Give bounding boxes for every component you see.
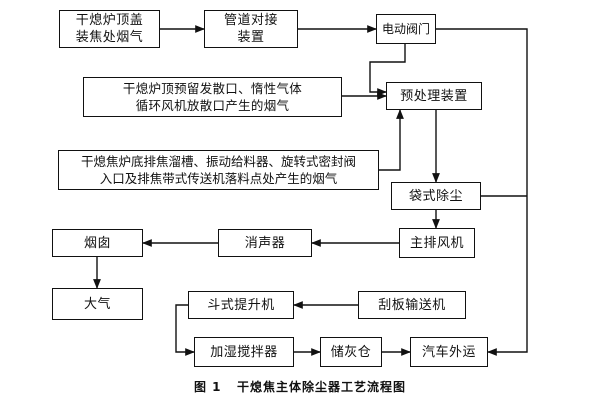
node-label: 干熄焦炉底排焦溜槽、振动给料器、旋转式密封阀 入口及排焦带式传送机落料点处产生的… bbox=[80, 154, 356, 186]
edge-bottom-to-pretreat bbox=[379, 109, 404, 171]
edge-valve-to-pretreat bbox=[369, 44, 406, 96]
node-silencer: 消声器 bbox=[218, 229, 312, 257]
node-label: 烟囱 bbox=[83, 235, 111, 251]
node-pipe-docking: 管道对接 装置 bbox=[204, 10, 298, 48]
node-atmosphere: 大气 bbox=[52, 288, 143, 320]
node-label: 大气 bbox=[83, 296, 111, 312]
node-label: 预处理装置 bbox=[400, 88, 468, 104]
node-chimney: 烟囱 bbox=[52, 229, 143, 257]
node-label: 加湿搅拌器 bbox=[210, 344, 278, 360]
node-label: 干熄炉顶预留发散口、惰性气体 循环风机放散口产生的烟气 bbox=[122, 81, 303, 113]
edge-elevator-to-mixer bbox=[175, 304, 195, 356]
node-label: 储灰仓 bbox=[330, 344, 372, 360]
node-source-top-vent: 干熄炉顶预留发散口、惰性气体 循环风机放散口产生的烟气 bbox=[83, 77, 342, 117]
node-label: 主排风机 bbox=[409, 235, 464, 251]
node-pretreatment: 预处理装置 bbox=[386, 82, 482, 110]
edge-valve-to-truck bbox=[436, 28, 528, 356]
node-scraper-conveyor: 刮板输送机 bbox=[358, 291, 466, 319]
node-truck-transport: 汽车外运 bbox=[410, 337, 488, 367]
node-electric-valve: 电动阀门 bbox=[376, 14, 436, 44]
node-label: 袋式除尘 bbox=[408, 188, 463, 204]
node-bucket-elevator: 斗式提升机 bbox=[188, 291, 294, 319]
node-label: 干熄炉顶盖 装焦处烟气 bbox=[75, 13, 144, 45]
node-ash-silo: 储灰仓 bbox=[320, 337, 382, 367]
node-label: 电动阀门 bbox=[381, 21, 430, 36]
node-source-top-lid: 干熄炉顶盖 装焦处烟气 bbox=[59, 10, 160, 48]
figure-caption: 图 1 干熄焦主体除尘器工艺流程图 bbox=[193, 380, 407, 394]
node-humidifier-mixer: 加湿搅拌器 bbox=[194, 337, 294, 367]
node-label: 消声器 bbox=[244, 235, 286, 251]
node-label: 刮板输送机 bbox=[378, 297, 446, 313]
node-main-fan: 主排风机 bbox=[399, 228, 475, 258]
node-bag-filter: 袋式除尘 bbox=[391, 182, 481, 210]
node-label: 汽车外运 bbox=[421, 344, 476, 360]
node-label: 斗式提升机 bbox=[207, 297, 275, 313]
node-source-bottom: 干熄焦炉底排焦溜槽、振动给料器、旋转式密封阀 入口及排焦带式传送机落料点处产生的… bbox=[58, 150, 379, 190]
node-label: 管道对接 装置 bbox=[223, 13, 278, 45]
